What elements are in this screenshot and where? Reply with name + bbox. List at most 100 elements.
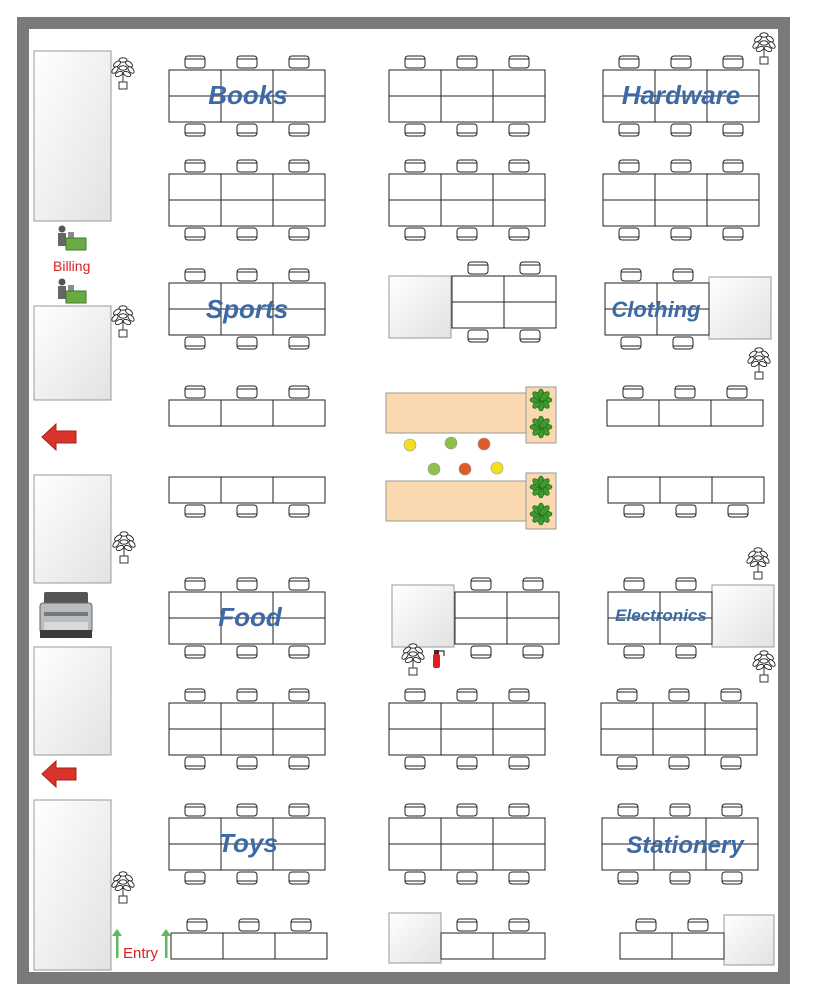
printer-icon	[39, 592, 93, 638]
wall-shelf	[33, 50, 112, 222]
chair	[456, 803, 478, 817]
chair	[288, 756, 310, 770]
chair	[668, 688, 690, 702]
chair	[670, 123, 692, 137]
chair	[184, 577, 206, 591]
chair	[456, 756, 478, 770]
chair	[617, 871, 639, 885]
chair	[623, 504, 645, 518]
chair	[184, 645, 206, 659]
chair	[186, 918, 208, 932]
chair	[670, 159, 692, 173]
section-label-stationery: Stationery	[626, 832, 745, 859]
cashier-desk-icon	[58, 278, 87, 304]
chair	[508, 803, 530, 817]
chair	[404, 756, 426, 770]
chair	[456, 871, 478, 885]
chair	[184, 871, 206, 885]
chair	[721, 871, 743, 885]
chair	[184, 55, 206, 69]
potted-plant-icon	[111, 871, 135, 904]
chair	[675, 577, 697, 591]
wall-shelf	[33, 474, 112, 584]
chair	[670, 227, 692, 241]
chair	[236, 504, 258, 518]
chair	[236, 336, 258, 350]
chair	[508, 756, 530, 770]
chair	[470, 577, 492, 591]
chair	[618, 159, 640, 173]
chair	[467, 261, 489, 275]
produce-area	[385, 386, 557, 530]
section-label-food: Food	[218, 602, 283, 632]
table-group	[619, 918, 725, 960]
table-group	[602, 159, 760, 241]
chair	[522, 645, 544, 659]
table-group	[604, 268, 710, 350]
cashier-desk-icon	[58, 225, 87, 251]
up-arrow-icon	[161, 929, 171, 958]
chair	[508, 159, 530, 173]
potted-plant-icon	[752, 650, 776, 683]
table-group	[168, 688, 326, 770]
section-label-toys: Toys	[218, 828, 278, 858]
chair	[456, 55, 478, 69]
chair	[467, 329, 489, 343]
chair	[184, 268, 206, 282]
chair	[722, 227, 744, 241]
chair	[288, 268, 310, 282]
section-label-clothing: Clothing	[611, 297, 701, 322]
chair	[623, 577, 645, 591]
display-shelf	[708, 276, 772, 340]
wall-shelf	[33, 305, 112, 401]
wall-shelf	[33, 646, 112, 756]
chair	[236, 803, 258, 817]
chair	[404, 803, 426, 817]
chair	[456, 123, 478, 137]
table-group	[440, 918, 546, 960]
chair	[623, 645, 645, 659]
chair	[184, 504, 206, 518]
chair	[236, 871, 258, 885]
produce-counter	[385, 392, 527, 434]
display-shelf	[723, 914, 775, 966]
fire-extinguisher-icon	[433, 650, 445, 668]
chair	[617, 803, 639, 817]
chair	[669, 803, 691, 817]
chair	[184, 336, 206, 350]
chair	[618, 55, 640, 69]
table-group	[601, 803, 759, 885]
chair	[669, 871, 691, 885]
potted-plant-icon	[111, 305, 135, 338]
display-shelf	[391, 584, 455, 648]
chair	[236, 577, 258, 591]
table-group	[168, 803, 326, 885]
chair	[519, 261, 541, 275]
chair	[508, 918, 530, 932]
potted-plant-icon	[752, 32, 776, 65]
table-group	[606, 385, 764, 427]
chair	[236, 55, 258, 69]
display-shelves	[388, 275, 775, 966]
table	[168, 476, 326, 504]
chair	[184, 227, 206, 241]
chair	[184, 756, 206, 770]
chair	[519, 329, 541, 343]
section-labels: Books Hardware Sports Clothing Food Elec…	[206, 80, 746, 859]
table-group	[451, 261, 557, 343]
chair	[236, 645, 258, 659]
leafy-plant-icon	[529, 388, 553, 526]
chair	[508, 871, 530, 885]
chair	[618, 227, 640, 241]
chair	[456, 918, 478, 932]
potted-plant-icon	[112, 531, 136, 564]
chair	[288, 577, 310, 591]
chair	[508, 227, 530, 241]
chair	[720, 688, 742, 702]
chair	[288, 504, 310, 518]
section-label-electronics: Electronics	[615, 606, 707, 625]
produce-icon	[403, 436, 504, 476]
chair	[522, 577, 544, 591]
up-arrow-icon	[112, 929, 122, 958]
